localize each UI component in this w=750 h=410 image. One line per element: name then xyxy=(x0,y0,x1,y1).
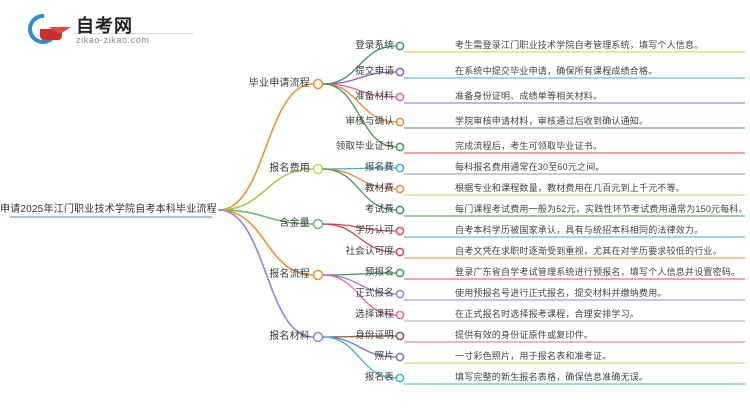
graduation-cap-icon xyxy=(40,27,71,40)
sub-node-description: 完成流程后，考生可领取毕业证书。 xyxy=(455,141,603,151)
logo-mark xyxy=(21,7,71,51)
sub-node-label[interactable]: 领取毕业证书 xyxy=(335,141,394,152)
sub-node-description: 自考本科学历被国家承认，具有与统招本科相同的法律效力。 xyxy=(455,225,704,235)
sub-node-label[interactable]: 教材费 xyxy=(364,183,394,194)
branch-label-2[interactable]: 报名费用 xyxy=(269,163,310,174)
sub-node-description: 使用预报名号进行正式报名，提交材料并缴纳费用。 xyxy=(455,288,667,298)
branch-label-3[interactable]: 含金量 xyxy=(279,218,310,229)
sub-node-label[interactable]: 报名表 xyxy=(364,372,394,383)
sub-node-label[interactable]: 登录系统 xyxy=(355,40,394,51)
sub-node-description: 自考文凭在求职时逐渐受到重视，尤其在对学历要求较低的行业。 xyxy=(455,246,722,256)
sub-node-description: 准备身份证明、成绩单等相关材料。 xyxy=(455,91,603,101)
sub-node-label[interactable]: 学历认可 xyxy=(355,225,394,236)
sub-node-description: 考生需登录江门职业技术学院自考管理系统，填写个人信息。 xyxy=(455,40,704,50)
sub-node-label[interactable]: 报名费 xyxy=(364,162,394,173)
sub-node-description: 学院审核申请材料，审核通过后收到确认通知。 xyxy=(455,116,649,126)
sub-node-description: 一寸彩色照片，用于报名表和准考证。 xyxy=(455,351,612,361)
sub-node-label[interactable]: 照片 xyxy=(374,351,394,362)
sub-node-description: 提供有效的身份证原件或复印件。 xyxy=(455,330,594,340)
logo-name: 自考网 xyxy=(76,16,133,36)
sub-node-description: 在正式报名时选择报考课程，合理安排学习。 xyxy=(455,309,640,319)
sub-node-description: 每门课程考试费用一般为52元，实践性环节考试费用通常为150元每科。 xyxy=(455,204,748,214)
logo-divider xyxy=(74,33,194,34)
branch-label-5[interactable]: 报名材料 xyxy=(269,331,310,342)
page-title: 申请2025年江门职业技术学院自考本科毕业流程 xyxy=(0,204,217,215)
site-logo: 自考网 zikao-zikao.com xyxy=(21,7,198,52)
sub-node-description: 根据专业和课程数量，教材费用在几百元到上千元不等。 xyxy=(455,183,686,193)
sub-node-label[interactable]: 准备材料 xyxy=(355,91,394,102)
sub-node-description: 登录广东省自学考试管理系统进行预报名，填写个人信息并设置密码。 xyxy=(455,267,741,277)
sub-node-description: 在系统中提交毕业申请，确保所有课程成绩合格。 xyxy=(455,66,658,76)
branch-label-1[interactable]: 毕业申请流程 xyxy=(248,78,310,89)
sub-node-label[interactable]: 审核与确认 xyxy=(345,116,394,127)
sub-node-label[interactable]: 选择课程 xyxy=(355,309,394,320)
logo-domain: zikao-zikao.com xyxy=(76,35,150,45)
sub-node-description: 填写完整的新生报名表格，确保信息准确无误。 xyxy=(455,372,649,382)
sub-node-label[interactable]: 身份证明 xyxy=(355,330,394,341)
sub-node-label[interactable]: 社会认可度 xyxy=(345,246,394,257)
sub-node-description: 每科报名费用通常在30至60元之间。 xyxy=(455,162,605,172)
sub-node-label[interactable]: 考试费 xyxy=(364,204,394,215)
branch-label-4[interactable]: 报名流程 xyxy=(269,269,310,280)
sub-node-label[interactable]: 正式报名 xyxy=(355,288,394,299)
sub-node-label[interactable]: 提交申请 xyxy=(355,66,394,77)
sub-node-label[interactable]: 预报名 xyxy=(364,267,394,278)
